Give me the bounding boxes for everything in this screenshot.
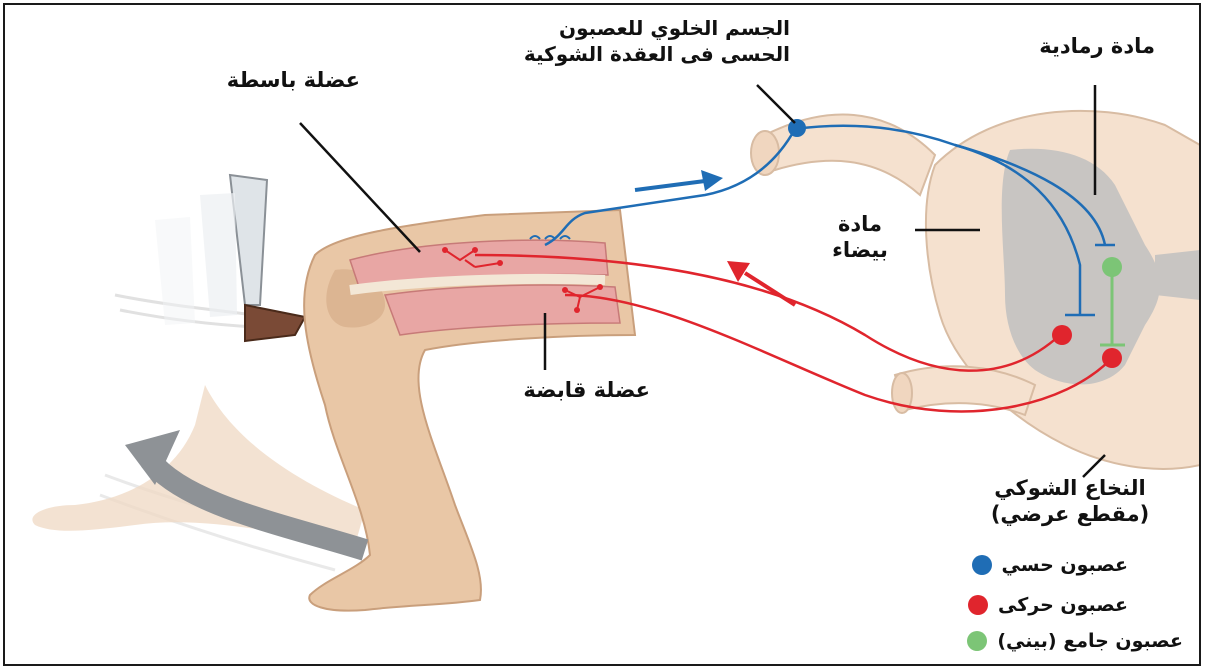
legend-label-interneuron: عصبون جامع (بيني) (997, 630, 1183, 652)
sensory-cell-body (788, 119, 806, 137)
legend-item-interneuron: عصبون جامع (بيني) (923, 630, 1183, 652)
label-flexor-muscle: عضلة قابضة (490, 377, 650, 403)
label-spinal-cord: النخاع الشوكي (مقطع عرضي) (985, 475, 1155, 527)
label-sensory-cell-body-line1: الجسم الخلوي للعصبون (510, 15, 790, 41)
label-white-matter-line2: بيضاء (815, 237, 905, 263)
signal-arrows (635, 170, 795, 305)
legend-label-sensory: عصبون حسي (1002, 554, 1128, 576)
label-grey-matter: مادة رمادية (1015, 33, 1155, 59)
label-extensor-muscle: عضلة باسطة (200, 67, 360, 93)
label-white-matter-line1: مادة (815, 211, 905, 237)
motor-neuron-body-2 (1102, 348, 1122, 368)
label-spinal-cord-line1: النخاع الشوكي (985, 475, 1155, 501)
spinal-cord (926, 111, 1200, 469)
legend-item-motor: عصبون حركى (923, 594, 1128, 616)
label-white-matter: مادة بيضاء (815, 211, 905, 263)
reflex-hammer (155, 175, 305, 341)
diagram-frame: الجسم الخلوي للعصبون الحسى فى العقدة الش… (3, 3, 1201, 666)
label-sensory-cell-body: الجسم الخلوي للعصبون الحسى فى العقدة الش… (510, 15, 790, 67)
legend-dot-motor (968, 595, 988, 615)
label-spinal-cord-line2: (مقطع عرضي) (985, 501, 1155, 527)
legend-item-sensory: عصبون حسي (923, 554, 1128, 576)
legend-dot-sensory (972, 555, 992, 575)
motor-neuron-body-1 (1052, 325, 1072, 345)
label-sensory-cell-body-line2: الحسى فى العقدة الشوكية (510, 41, 790, 67)
interneuron-body (1102, 257, 1122, 277)
ghost-lower-leg (32, 385, 365, 545)
legend-label-motor: عصبون حركى (998, 594, 1128, 616)
legend-dot-interneuron (967, 631, 987, 651)
